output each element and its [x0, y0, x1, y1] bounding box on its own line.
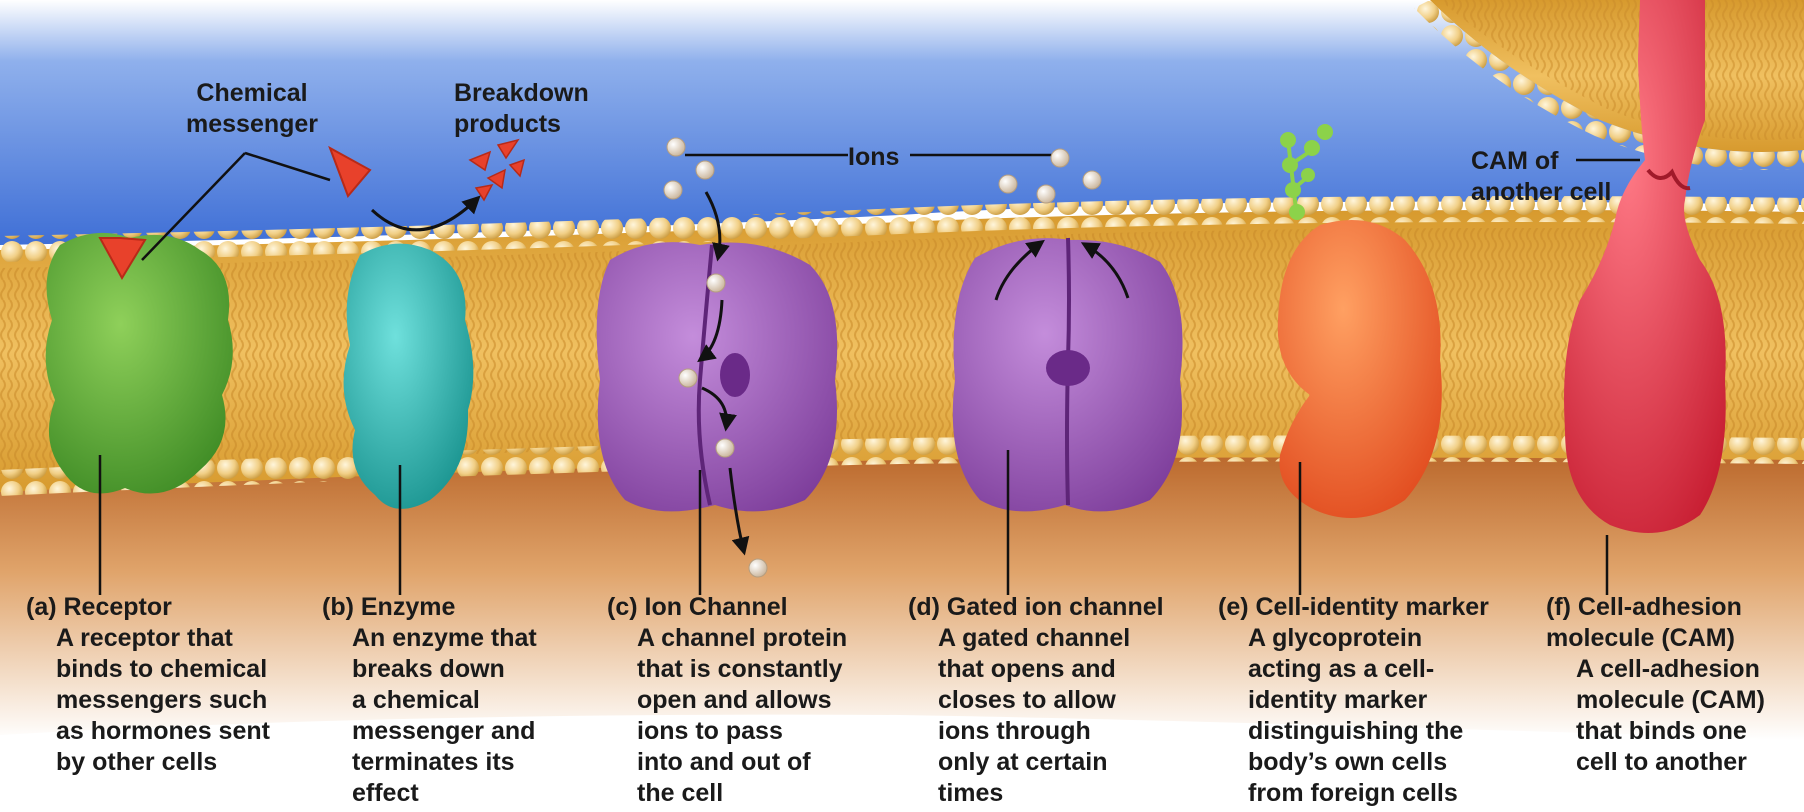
caption-description: An enzyme that breaks down a chemical me… [322, 623, 537, 809]
chemical-messenger-label: Chemical messenger [186, 78, 318, 140]
caption-description: A receptor that binds to chemical messen… [26, 623, 270, 778]
caption-description: A cell-adhesion molecule (CAM) that bind… [1546, 654, 1765, 778]
caption-cell-adhesion-molecule: (f) Cell-adhesion molecule (CAM) A cell-… [1546, 592, 1765, 778]
caption-description: A glycoprotein acting as a cell- identit… [1218, 623, 1489, 809]
ions-label: Ions [848, 142, 899, 173]
cam-of-another-cell-label: CAM of another cell [1471, 146, 1611, 208]
enzyme-protein [344, 244, 474, 509]
lipid-bilayer [0, 196, 1804, 496]
caption-ion-channel: (c) Ion Channel A channel protein that i… [607, 592, 847, 809]
caption-title: (f) Cell-adhesion molecule (CAM) [1546, 592, 1765, 654]
caption-title: (a) Receptor [26, 592, 270, 623]
caption-gated-ion-channel: (d) Gated ion channel A gated channel th… [908, 592, 1164, 809]
gated-ion-channel-protein [953, 238, 1183, 511]
breakdown-products-label: Breakdown products [454, 78, 589, 140]
receptor-protein [46, 233, 233, 494]
caption-description: A gated channel that opens and closes to… [908, 623, 1164, 809]
caption-description: A channel protein that is constantly ope… [607, 623, 847, 809]
caption-cell-identity-marker: (e) Cell-identity marker A glycoprotein … [1218, 592, 1489, 809]
caption-title: (d) Gated ion channel [908, 592, 1164, 623]
caption-enzyme: (b) Enzyme An enzyme that breaks down a … [322, 592, 537, 809]
caption-receptor: (a) Receptor A receptor that binds to ch… [26, 592, 270, 778]
caption-title: (e) Cell-identity marker [1218, 592, 1489, 623]
caption-title: (b) Enzyme [322, 592, 537, 623]
caption-title: (c) Ion Channel [607, 592, 847, 623]
